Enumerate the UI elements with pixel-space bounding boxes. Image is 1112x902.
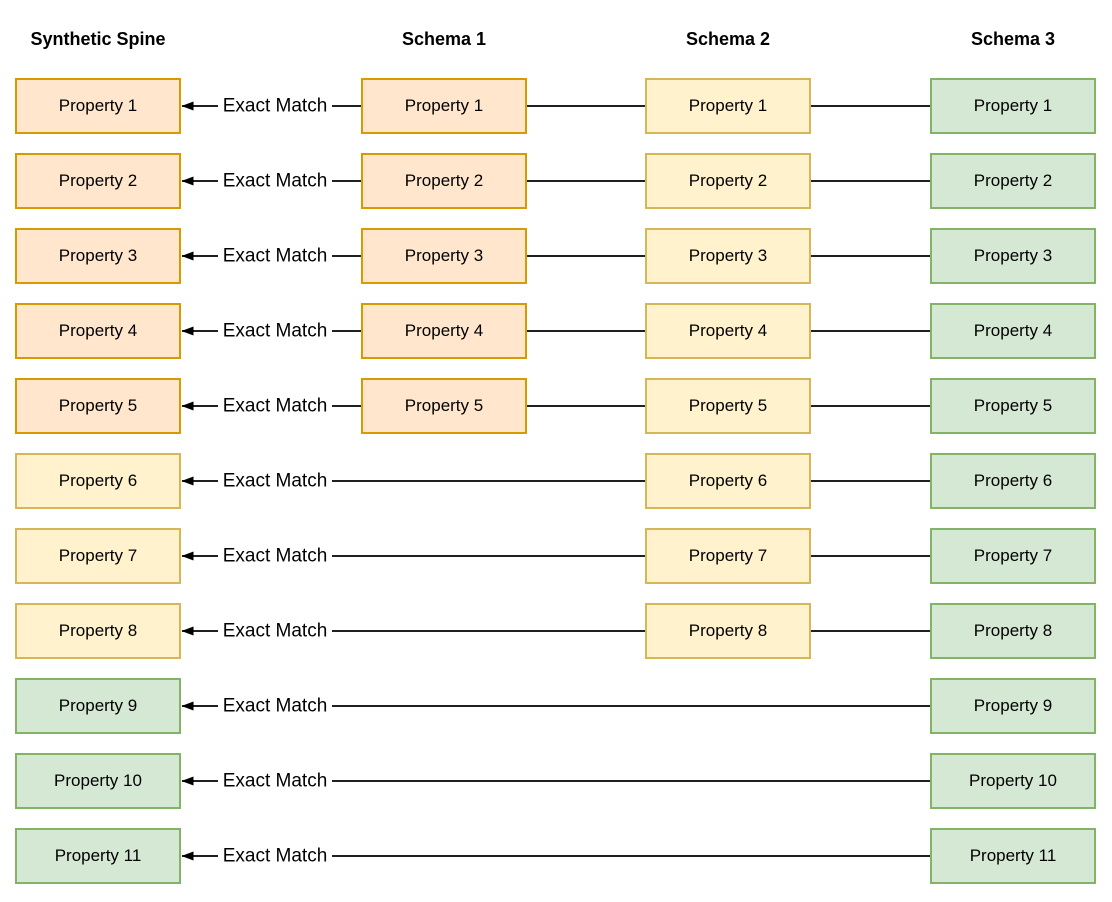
property-box-label: Property 7	[973, 546, 1053, 565]
property-box-schema1: Property 2	[361, 153, 527, 209]
property-box-label: Property 3	[688, 246, 768, 265]
property-box-schema2: Property 3	[645, 228, 811, 284]
property-box-spine: Property 11	[15, 828, 181, 884]
property-box-spine: Property 10	[15, 753, 181, 809]
property-box-label: Property 5	[404, 396, 484, 415]
edge-label-exact-match: Exact Match	[223, 96, 328, 117]
property-box-schema2: Property 2	[645, 153, 811, 209]
property-box-schema3: Property 3	[930, 228, 1096, 284]
property-box-label: Property 1	[404, 96, 484, 115]
edge-label-exact-match: Exact Match	[223, 396, 328, 417]
property-box-label: Property 7	[58, 546, 138, 565]
property-box-label: Property 6	[58, 471, 138, 490]
edge-label-backing	[218, 844, 332, 868]
property-box-label: Property 5	[973, 396, 1053, 415]
property-box-label: Property 10	[969, 771, 1057, 790]
edge-label-exact-match: Exact Match	[223, 246, 328, 267]
property-box-spine: Property 8	[15, 603, 181, 659]
property-box-label: Property 8	[58, 621, 138, 640]
column-header-schema-3: Schema 3	[970, 29, 1056, 49]
edge-label-exact-match: Exact Match	[223, 471, 328, 492]
edge-label-backing	[218, 394, 332, 418]
property-box-label: Property 2	[404, 171, 484, 190]
property-box-schema3: Property 4	[930, 303, 1096, 359]
edge-label-backing	[218, 694, 332, 718]
property-box-schema2: Property 7	[645, 528, 811, 584]
property-box-spine: Property 3	[15, 228, 181, 284]
property-box-schema3: Property 8	[930, 603, 1096, 659]
property-box-label: Property 2	[58, 171, 138, 190]
property-box-schema2: Property 4	[645, 303, 811, 359]
property-box-label: Property 4	[404, 321, 484, 340]
property-box-label: Property 8	[688, 621, 768, 640]
edge-label-backing	[218, 544, 332, 568]
edge-label-backing	[218, 169, 332, 193]
property-box-spine: Property 6	[15, 453, 181, 509]
edge-label-exact-match: Exact Match	[223, 546, 328, 567]
property-box-schema2: Property 1	[645, 78, 811, 134]
property-box-label: Property 2	[688, 171, 768, 190]
property-box-spine: Property 9	[15, 678, 181, 734]
property-box-schema3: Property 9	[930, 678, 1096, 734]
property-box-schema3: Property 2	[930, 153, 1096, 209]
property-box-schema3: Property 10	[930, 753, 1096, 809]
property-box-schema3: Property 11	[930, 828, 1096, 884]
property-box-schema3: Property 5	[930, 378, 1096, 434]
property-box-label: Property 3	[404, 246, 484, 265]
property-box-schema2: Property 6	[645, 453, 811, 509]
column-header-schema-2: Schema 2	[685, 29, 771, 49]
edge-label-backing	[218, 244, 332, 268]
property-box-spine: Property 5	[15, 378, 181, 434]
edge-label-backing	[218, 769, 332, 793]
edge-label-exact-match: Exact Match	[223, 696, 328, 717]
property-box-schema2: Property 5	[645, 378, 811, 434]
property-box-label: Property 10	[54, 771, 142, 790]
property-box-label: Property 11	[969, 846, 1057, 865]
property-box-spine: Property 2	[15, 153, 181, 209]
edge-label-backing	[218, 619, 332, 643]
property-box-schema3: Property 6	[930, 453, 1096, 509]
property-box-label: Property 6	[688, 471, 768, 490]
property-box-schema1: Property 4	[361, 303, 527, 359]
edge-label-exact-match: Exact Match	[223, 621, 328, 642]
property-box-label: Property 1	[688, 96, 768, 115]
edge-label-exact-match: Exact Match	[223, 771, 328, 792]
property-box-label: Property 4	[973, 321, 1053, 340]
property-box-label: Property 11	[54, 846, 142, 865]
property-box-label: Property 6	[973, 471, 1053, 490]
property-box-spine: Property 1	[15, 78, 181, 134]
property-box-label: Property 9	[58, 696, 138, 715]
property-box-schema1: Property 1	[361, 78, 527, 134]
edge-label-backing	[218, 94, 332, 118]
property-box-schema3: Property 7	[930, 528, 1096, 584]
property-box-spine: Property 7	[15, 528, 181, 584]
property-box-schema1: Property 3	[361, 228, 527, 284]
edge-label-backing	[218, 319, 332, 343]
property-box-label: Property 4	[58, 321, 138, 340]
property-box-label: Property 5	[688, 396, 768, 415]
property-box-label: Property 2	[973, 171, 1053, 190]
edge-label-backing	[218, 469, 332, 493]
property-box-schema2: Property 8	[645, 603, 811, 659]
property-box-spine: Property 4	[15, 303, 181, 359]
property-box-label: Property 1	[973, 96, 1053, 115]
property-box-schema1: Property 5	[361, 378, 527, 434]
property-box-label: Property 3	[58, 246, 138, 265]
property-box-label: Property 8	[973, 621, 1053, 640]
property-box-label: Property 4	[688, 321, 768, 340]
property-box-schema3: Property 1	[930, 78, 1096, 134]
edge-label-exact-match: Exact Match	[223, 171, 328, 192]
property-box-label: Property 5	[58, 396, 138, 415]
column-header-schema-1: Schema 1	[401, 29, 487, 49]
column-header-synthetic-spine: Synthetic Spine	[30, 29, 166, 49]
property-box-label: Property 7	[688, 546, 768, 565]
property-box-label: Property 1	[58, 96, 138, 115]
edge-label-exact-match: Exact Match	[223, 846, 328, 867]
property-box-label: Property 3	[973, 246, 1053, 265]
edge-label-exact-match: Exact Match	[223, 321, 328, 342]
property-box-label: Property 9	[973, 696, 1053, 715]
